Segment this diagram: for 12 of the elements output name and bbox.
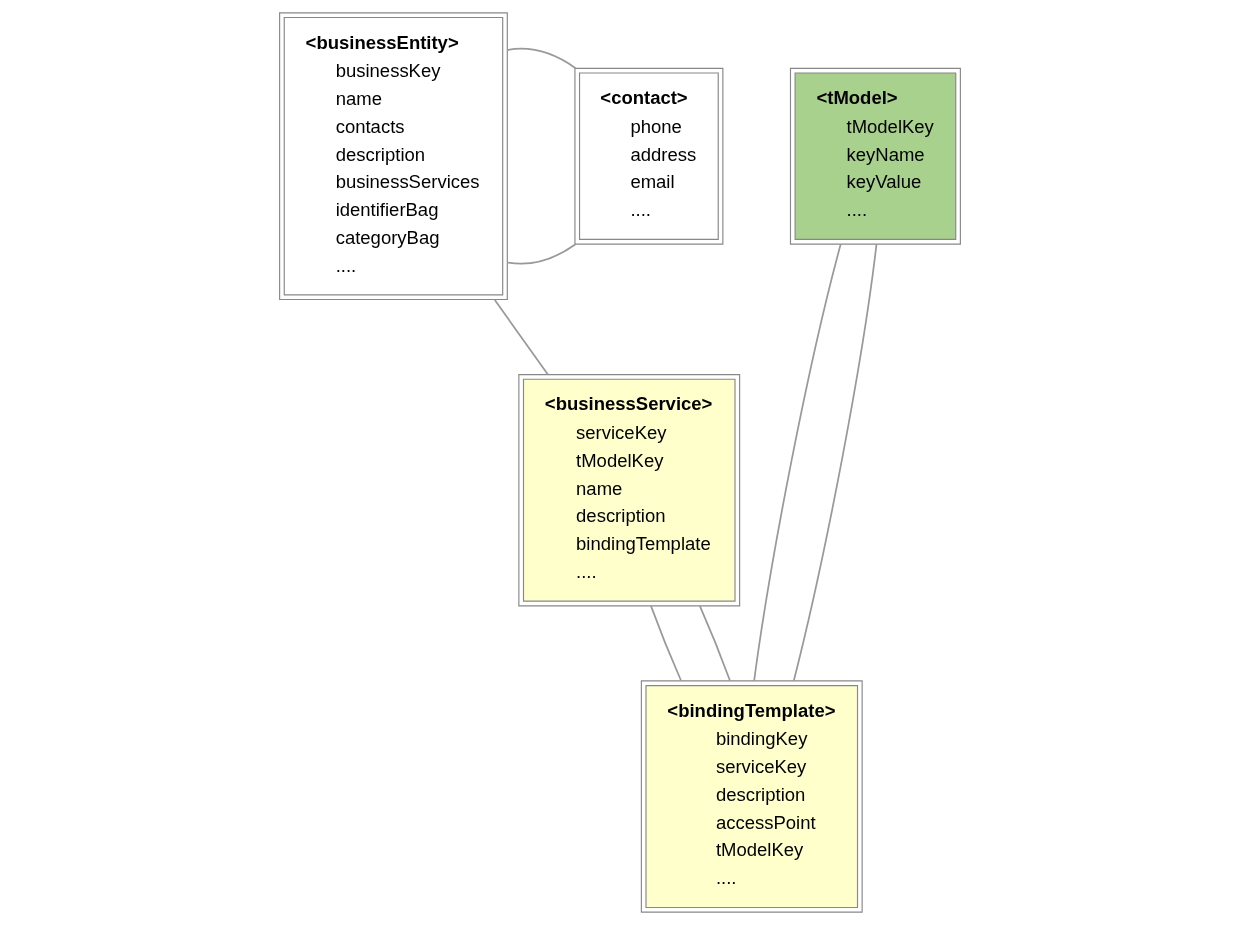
- node-box: <businessService> serviceKey tModelKey name description bindingTemplate ....: [518, 374, 741, 607]
- node-box: <tModel> tModelKey keyName keyValue ....: [789, 67, 961, 245]
- node-box: <businessEntity> businessKey name contacts description businessServices identifierBag categoryBag ....: [279, 12, 508, 301]
- node-box: <bindingTemplate> bindingKey serviceKey description accessPoint tModelKey ....: [640, 680, 863, 913]
- connector: [753, 243, 842, 682]
- connector: [792, 243, 878, 682]
- connector: [506, 243, 577, 265]
- connector: [698, 605, 731, 682]
- connector: [650, 605, 682, 682]
- connector: [493, 299, 549, 376]
- connector: [506, 47, 577, 70]
- node-box: <contact> phone address email ....: [574, 67, 724, 245]
